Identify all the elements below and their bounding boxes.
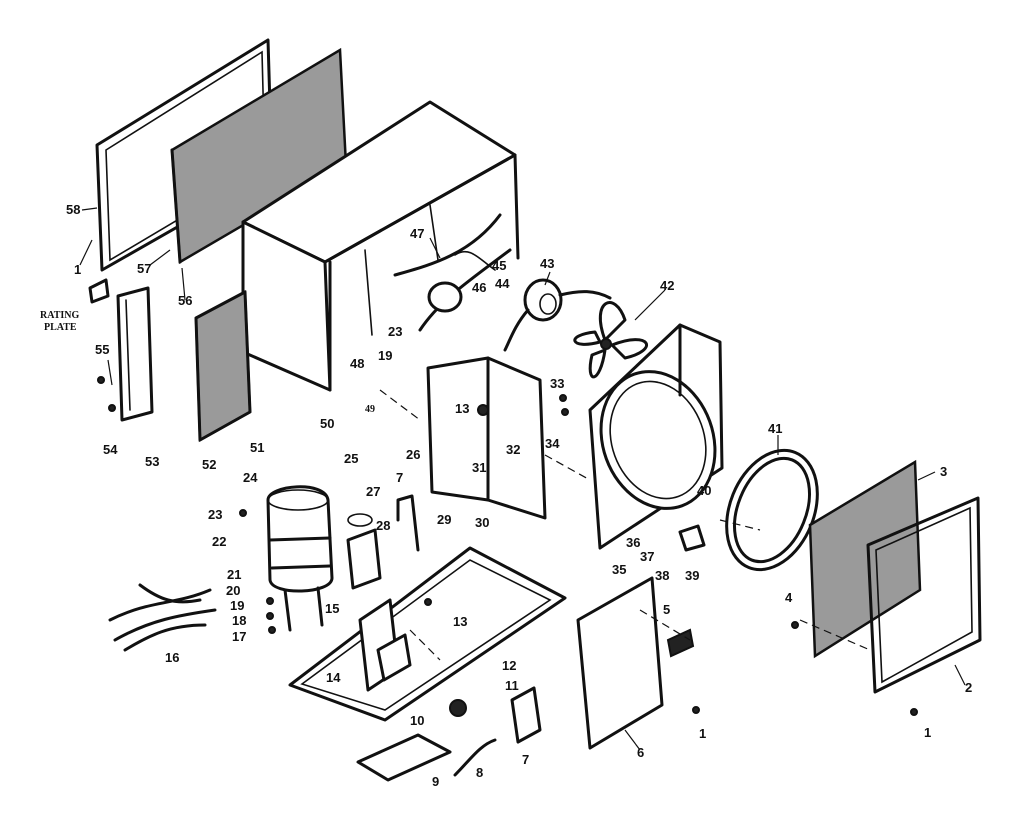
callout-46: 46 <box>472 280 486 295</box>
part-35-fan-shroud <box>588 323 724 550</box>
callout-50: 50 <box>320 416 334 431</box>
callout-34: 34 <box>545 436 560 451</box>
callout-leaders <box>79 207 966 751</box>
part-50-cabinet <box>241 100 520 392</box>
callout-16: 16 <box>165 650 179 665</box>
part-10-fitting <box>449 699 467 717</box>
callout-23: 23 <box>388 324 402 339</box>
callout-35: 35 <box>612 562 626 577</box>
part-16-wiring-harness <box>108 583 217 652</box>
callout-25: 25 <box>344 451 358 466</box>
callout-7: 7 <box>396 470 403 485</box>
callout-36: 36 <box>626 535 640 550</box>
part-3-condenser-coil <box>808 459 922 659</box>
callout-5: 5 <box>663 602 670 617</box>
callout-8: 8 <box>476 765 483 780</box>
callout-56: 56 <box>178 293 192 308</box>
part-5-plate <box>666 628 695 658</box>
callout-22: 22 <box>212 534 226 549</box>
part-6-side-panel <box>576 576 664 750</box>
callout-27: 27 <box>366 484 380 499</box>
callout-28: 28 <box>376 518 390 533</box>
callout-44: 44 <box>495 276 510 291</box>
part-39-switch <box>678 524 706 552</box>
callout-43: 43 <box>540 256 554 271</box>
callout-14: 14 <box>326 670 341 685</box>
callout-48: 48 <box>350 356 364 371</box>
part-28-capacitor <box>346 513 382 590</box>
callout-58: 58 <box>66 202 80 217</box>
callout-13: 13 <box>455 401 469 416</box>
callout-labels: 58 1 57 56 47 45 46 44 43 42 23 55 54 53… <box>40 202 972 789</box>
part-11-plate <box>510 686 542 744</box>
callout-18: 18 <box>232 613 246 628</box>
callout-42: 42 <box>660 278 674 293</box>
callout-2: 2 <box>965 680 972 695</box>
callout-11: 11 <box>505 678 519 693</box>
callout-55: 55 <box>95 342 109 357</box>
part-44-blower-assembly <box>393 213 512 332</box>
callout-41: 41 <box>768 421 782 436</box>
callout-9: 9 <box>432 774 439 789</box>
callout-19: 19 <box>230 598 244 613</box>
part-29-bracket <box>396 494 420 552</box>
callout-49: 49 <box>365 404 375 415</box>
callout-52: 52 <box>202 457 216 472</box>
rating-plate <box>88 278 110 304</box>
callout-40: 40 <box>697 483 711 498</box>
callout-24: 24 <box>243 470 258 485</box>
callout-20: 20 <box>226 583 240 598</box>
callout-32: 32 <box>506 442 520 457</box>
explode-lines <box>379 389 871 661</box>
part-12-base-pan <box>288 546 567 722</box>
callout-38: 38 <box>655 568 669 583</box>
callout-17: 17 <box>232 629 246 644</box>
rating-plate-label-line2: PLATE <box>44 322 77 333</box>
callout-13: 13 <box>453 614 467 629</box>
part-2-front-grille <box>866 496 982 694</box>
part-14-control-bracket <box>358 598 412 692</box>
part-42-fan-blade <box>573 301 648 379</box>
callout-12: 12 <box>502 658 516 673</box>
callout-26: 26 <box>406 447 420 462</box>
part-53-side-bracket <box>116 286 154 422</box>
callout-10: 10 <box>410 713 424 728</box>
callout-7: 7 <box>522 752 529 767</box>
rating-plate-label-line1: RATING <box>40 310 79 321</box>
callout-4: 4 <box>785 590 793 605</box>
callout-39: 39 <box>685 568 699 583</box>
callout-6: 6 <box>637 745 644 760</box>
callout-31: 31 <box>472 460 486 475</box>
callout-54: 54 <box>103 442 118 457</box>
callout-19: 19 <box>378 348 392 363</box>
part-9-drain-tray <box>356 733 452 782</box>
callout-15: 15 <box>325 601 339 616</box>
callout-57: 57 <box>137 261 151 276</box>
callout-21: 21 <box>227 567 241 582</box>
part-30-partition <box>426 356 547 520</box>
callout-23: 23 <box>208 507 222 522</box>
callout-29: 29 <box>437 512 451 527</box>
part-21-compressor <box>266 485 334 632</box>
callout-45: 45 <box>492 258 506 273</box>
callout-33: 33 <box>550 376 564 391</box>
callout-53: 53 <box>145 454 159 469</box>
callout-37: 37 <box>640 549 654 564</box>
part-8-tube <box>453 738 497 777</box>
part-43-fan-motor <box>503 278 612 352</box>
callout-3: 3 <box>940 464 947 479</box>
fasteners <box>97 376 918 716</box>
callout-47: 47 <box>410 226 424 241</box>
callout-1: 1 <box>699 726 706 741</box>
callout-1: 1 <box>924 725 931 740</box>
callout-51: 51 <box>250 440 264 455</box>
part-51-evaporator-coil <box>194 289 252 443</box>
callout-30: 30 <box>475 515 489 530</box>
callout-1: 1 <box>74 262 81 277</box>
